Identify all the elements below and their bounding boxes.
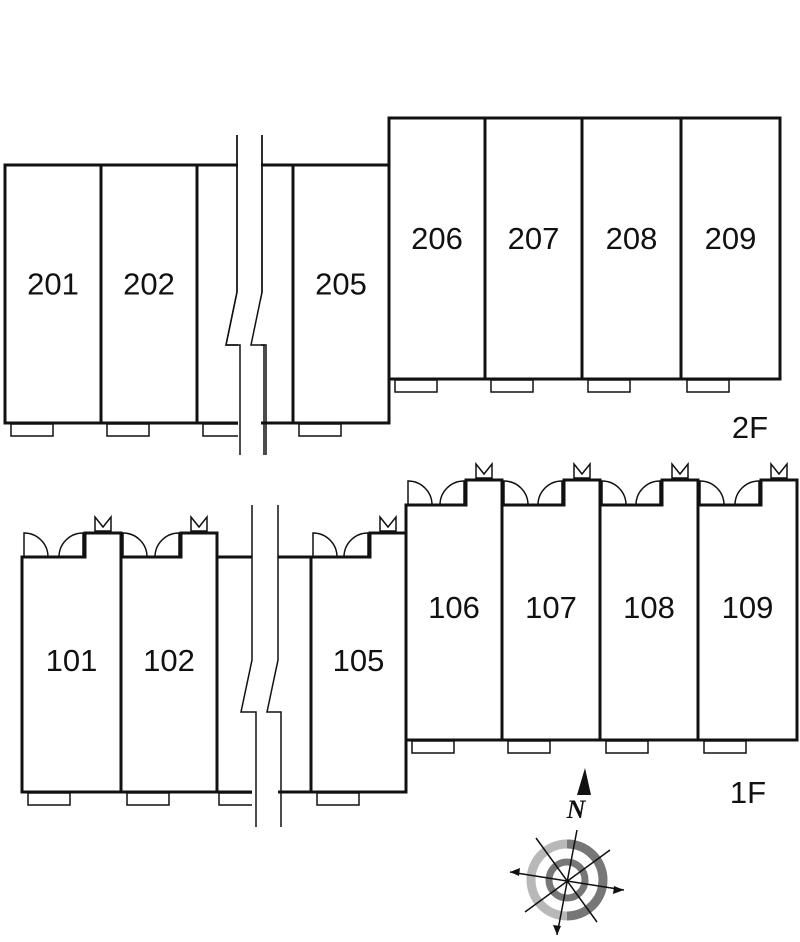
balcony <box>10 423 54 437</box>
balcony <box>703 740 747 754</box>
unit-206: 206 <box>387 116 487 393</box>
unit-outline <box>404 478 504 742</box>
floor-2: 201 202 205 206 207 208 209 <box>3 116 782 455</box>
door-icon <box>734 480 760 506</box>
unit-label: 109 <box>722 590 774 625</box>
unit-outline <box>500 478 602 742</box>
meter-box-icon <box>770 461 788 479</box>
unit-outline <box>580 116 683 381</box>
unit-label: 105 <box>333 643 385 678</box>
door-icon <box>154 532 180 558</box>
unit-label: 206 <box>411 221 463 256</box>
balcony <box>490 379 534 393</box>
meter-box-icon <box>475 461 493 479</box>
unit-101: 101 <box>20 514 123 806</box>
unit-label: 107 <box>525 590 577 625</box>
door-icon <box>312 532 338 558</box>
meter-box-icon <box>190 514 208 532</box>
balcony <box>27 792 71 806</box>
unit-label: 205 <box>315 266 367 301</box>
unit-102: 102 <box>119 514 219 806</box>
door-icon <box>23 532 49 558</box>
door-icon <box>699 480 725 506</box>
door-icon <box>537 480 563 506</box>
unit-108: 108 <box>598 461 700 754</box>
unit-107: 107 <box>500 461 602 754</box>
unit-label: 102 <box>143 643 195 678</box>
break-gap <box>238 135 261 455</box>
unit-205: 205 <box>291 163 391 437</box>
unit-105: 105 <box>309 514 408 806</box>
balcony <box>106 423 150 437</box>
unit-outline <box>483 116 584 381</box>
unit-209: 209 <box>679 116 782 393</box>
unit-label: 207 <box>508 221 560 256</box>
unit-208: 208 <box>580 116 683 393</box>
unit-outline <box>99 163 199 425</box>
door-icon <box>439 480 465 506</box>
floor-1-label: 1F <box>730 775 766 810</box>
door-icon <box>635 480 661 506</box>
balcony <box>411 740 455 754</box>
unit-label: 208 <box>606 221 658 256</box>
unit-109: 109 <box>696 461 799 754</box>
door-icon <box>122 532 148 558</box>
unit-outline <box>20 531 123 794</box>
balcony <box>202 423 240 437</box>
balcony <box>587 379 631 393</box>
floor-1: 101 102 105 106 107 108 109 <box>20 461 799 827</box>
meter-box-icon <box>671 461 689 479</box>
unit-201: 201 <box>3 163 103 437</box>
unit-202: 202 <box>99 163 199 437</box>
meter-box-icon <box>573 461 591 479</box>
unit-outline <box>679 116 782 381</box>
north-label: N <box>566 795 587 824</box>
compass-icon: N <box>509 768 625 936</box>
unit-label: 202 <box>123 266 175 301</box>
unit-outline <box>119 531 219 794</box>
meter-box-icon <box>379 514 397 532</box>
break-line <box>240 505 282 827</box>
balcony <box>218 792 256 806</box>
unit-outline <box>3 163 103 425</box>
balcony <box>605 740 649 754</box>
unit-106: 106 <box>404 461 504 754</box>
unit-outline <box>598 478 700 742</box>
floor-2-label: 2F <box>732 410 768 445</box>
balcony <box>316 792 360 806</box>
balcony <box>126 792 170 806</box>
door-icon <box>343 532 369 558</box>
unit-outline <box>696 478 799 742</box>
unit-label: 101 <box>46 643 98 678</box>
balcony <box>686 379 730 393</box>
unit-label: 209 <box>705 221 757 256</box>
unit-label: 108 <box>623 590 675 625</box>
unit-207: 207 <box>483 116 584 393</box>
balcony <box>507 740 551 754</box>
unit-label: 201 <box>27 266 79 301</box>
balcony <box>298 423 342 437</box>
door-icon <box>58 532 84 558</box>
door-icon <box>503 480 529 506</box>
meter-box-icon <box>94 514 112 532</box>
door-icon <box>407 480 433 506</box>
unit-outline <box>387 116 487 381</box>
break-line <box>225 135 265 455</box>
door-icon <box>601 480 627 506</box>
unit-label: 106 <box>428 590 480 625</box>
balcony <box>394 379 438 393</box>
